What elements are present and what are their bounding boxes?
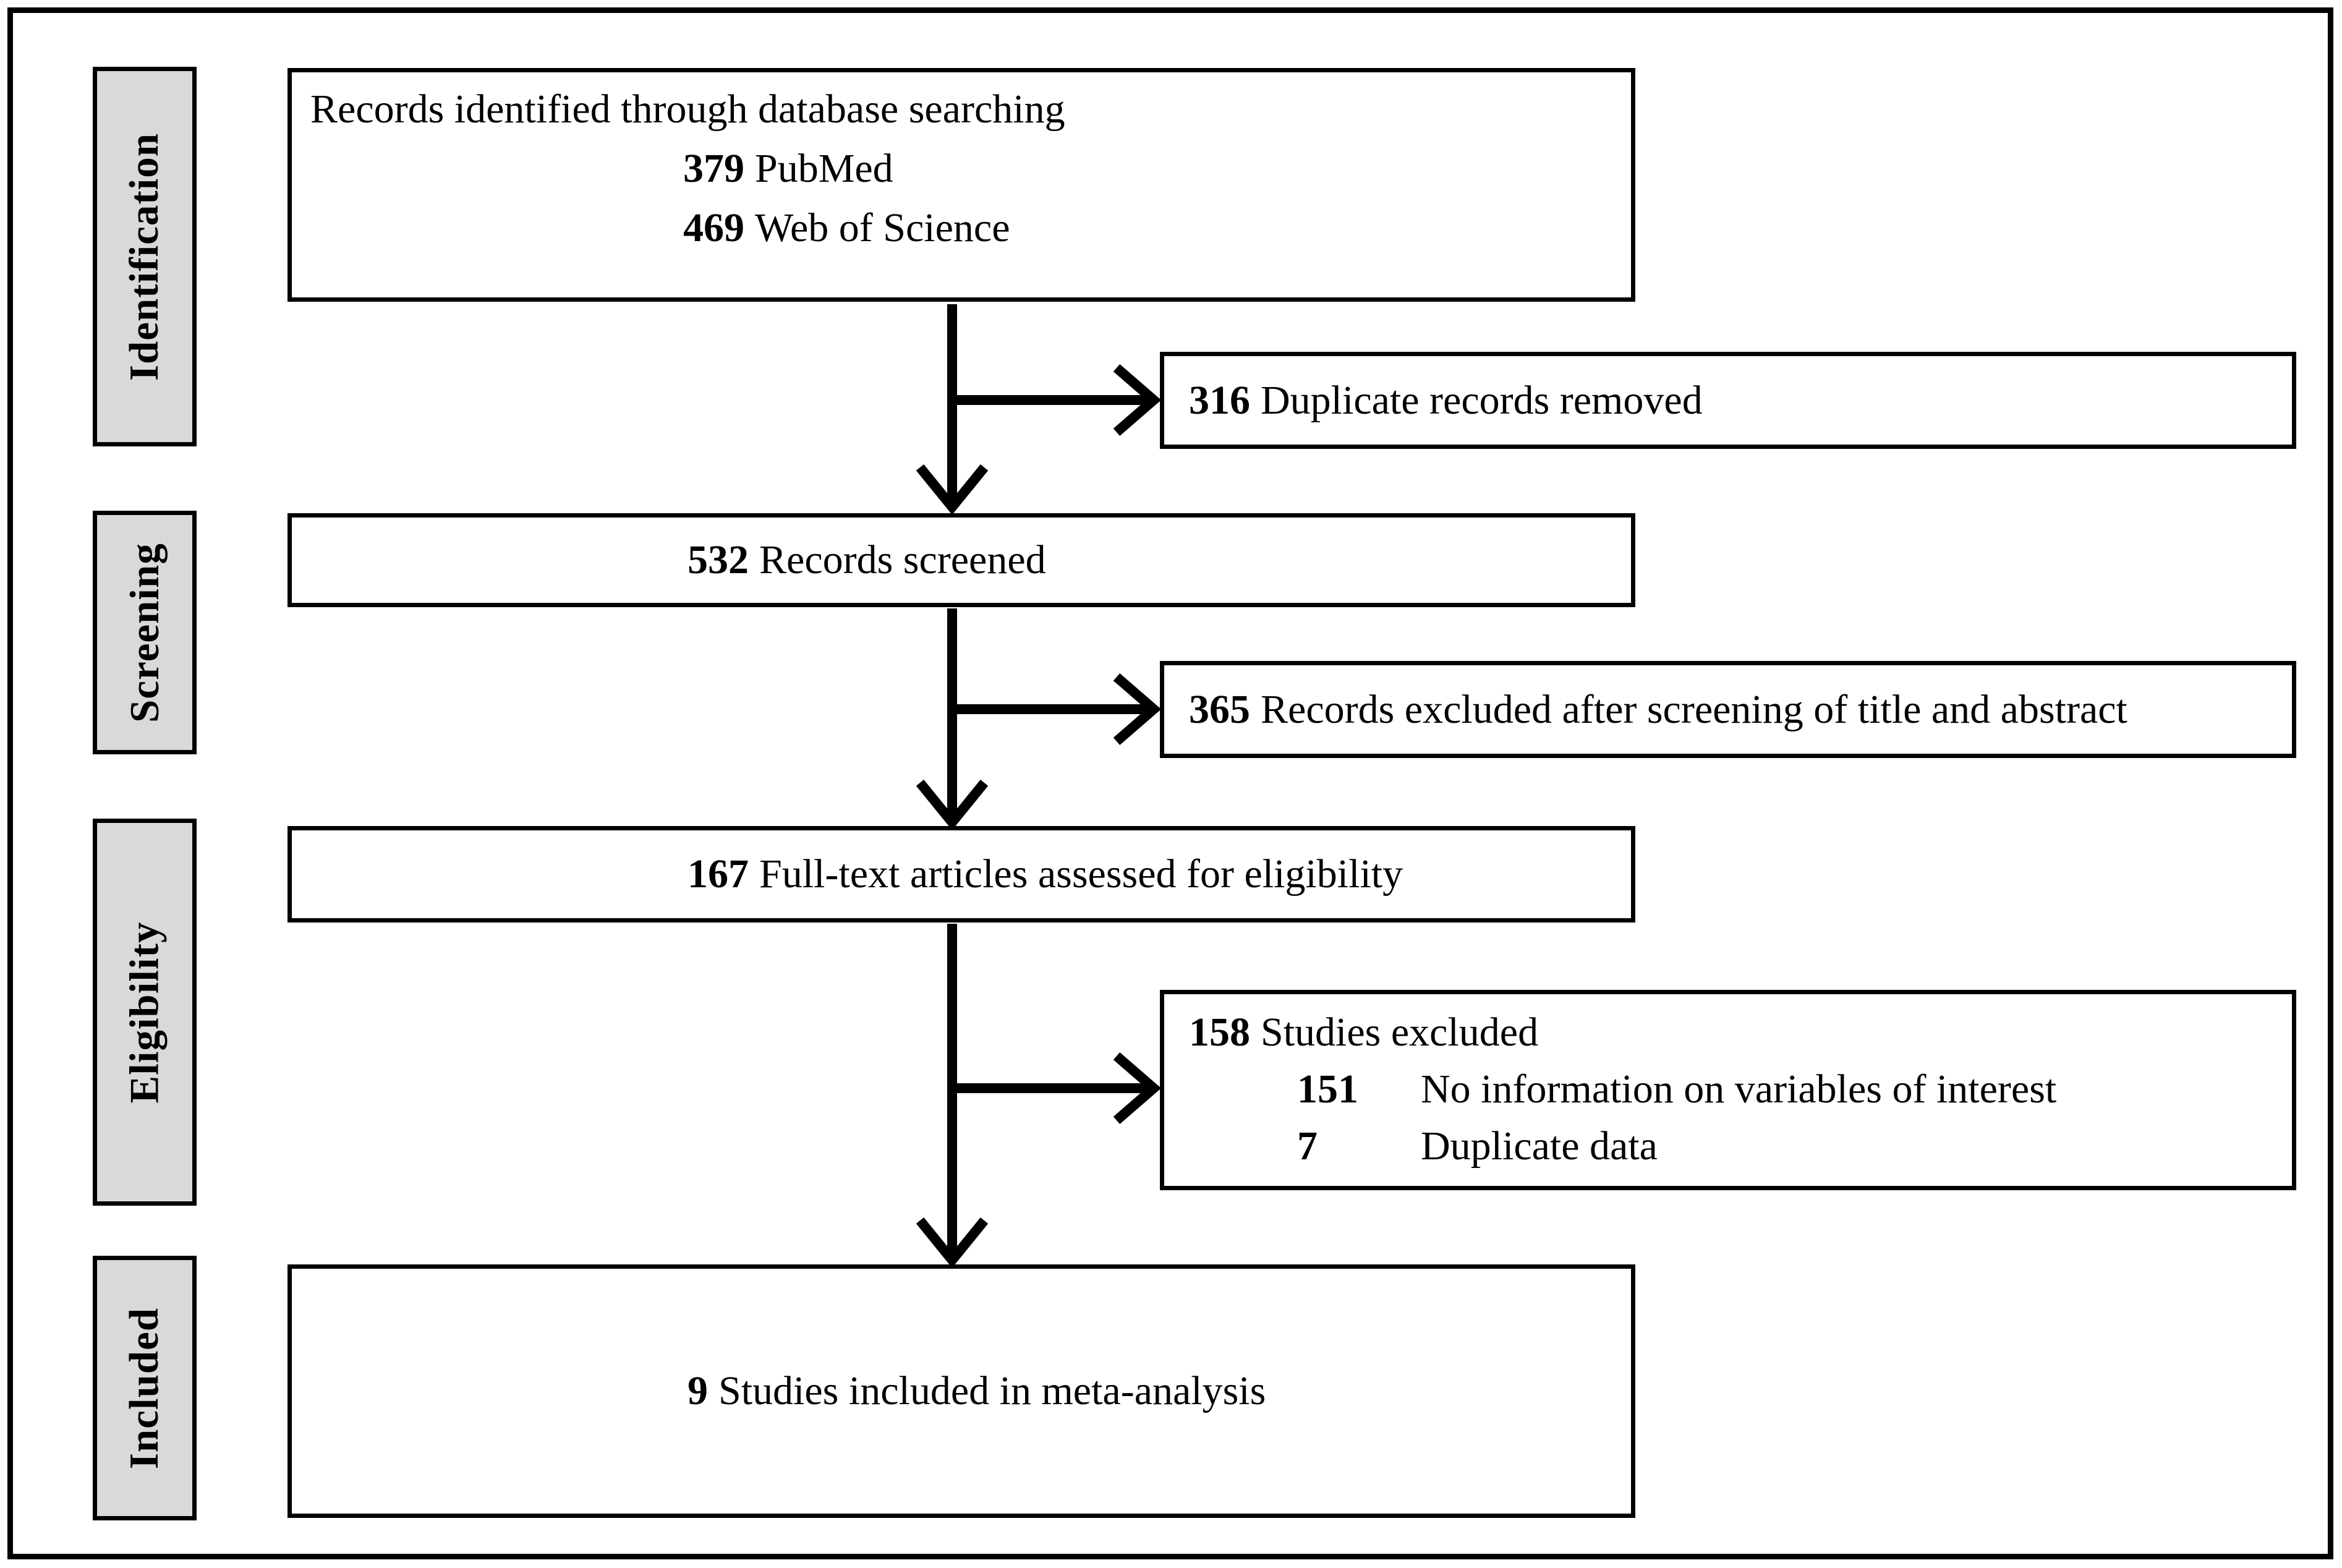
stage-label-screening: Screening xyxy=(93,511,197,754)
record-count: 167 xyxy=(688,851,749,897)
stage-label-eligibility: Eligibility xyxy=(93,819,197,1206)
record-count: 9 xyxy=(688,1368,708,1413)
stage-label-text: Included xyxy=(121,1307,168,1469)
box-label: Studies excluded xyxy=(1261,1010,1539,1055)
record-count: 158 xyxy=(1189,1010,1250,1055)
exclusion-reason-line: 151 No information on variables of intere… xyxy=(1164,1061,2292,1118)
stage-label-text: Eligibility xyxy=(121,921,168,1103)
record-count: 151 xyxy=(1297,1067,1358,1112)
box-label: Records screened xyxy=(759,537,1046,582)
box-title: Records identified through database sear… xyxy=(310,87,1065,132)
exclusion-reason-line: 7 Duplicate data xyxy=(1164,1118,2292,1175)
box-label: Duplicate records removed xyxy=(1261,377,1703,423)
record-count: 532 xyxy=(688,537,749,582)
record-count: 316 xyxy=(1189,377,1250,423)
record-count: 469 xyxy=(683,205,744,250)
database-name: Web of Science xyxy=(755,205,1010,250)
record-count: 379 xyxy=(683,146,744,191)
record-count: 7 xyxy=(1297,1123,1318,1169)
stage-label-text: Screening xyxy=(121,542,168,723)
box-label: Records excluded after screening of titl… xyxy=(1261,686,2127,732)
outer-border xyxy=(7,7,2333,1559)
exclusion-reason: Duplicate data xyxy=(1421,1123,1658,1169)
box-records-identified: Records identified through database sear… xyxy=(287,68,1635,302)
record-count: 365 xyxy=(1189,686,1250,732)
box-label: Studies included in meta-analysis xyxy=(718,1368,1266,1413)
database-name: PubMed xyxy=(755,146,893,191)
exclusion-reason: No information on variables of interest xyxy=(1421,1067,2057,1112)
stage-label-included: Included xyxy=(93,1256,197,1520)
stage-label-identification: Identification xyxy=(93,67,197,446)
box-label: Full-text articles assessed for eligibil… xyxy=(759,851,1403,897)
stage-label-text: Identification xyxy=(121,132,168,381)
